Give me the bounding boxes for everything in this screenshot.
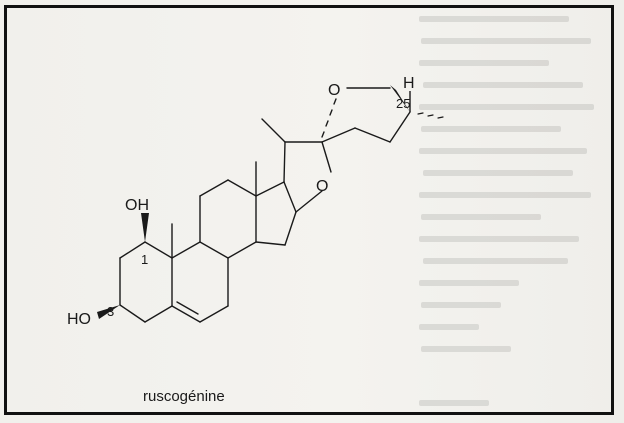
bond-c24-c25 bbox=[389, 111, 411, 143]
bond-c14-c8 bbox=[227, 241, 257, 259]
bond-c11-c12 bbox=[199, 179, 229, 197]
bond-c7-c6 bbox=[199, 305, 229, 323]
bond-c23-c24 bbox=[354, 127, 391, 143]
atom-o-ring-f: O bbox=[328, 82, 340, 99]
compound-name-caption: ruscogénine bbox=[143, 388, 225, 405]
bond-c16-c15 bbox=[284, 211, 297, 246]
atom-h-c25: H bbox=[403, 75, 415, 92]
bond-c20-methyl bbox=[261, 118, 286, 143]
bond-o-c16 bbox=[295, 190, 323, 213]
atom-ho-c3: HO bbox=[67, 311, 91, 328]
bond-c6-c5 bbox=[171, 305, 201, 323]
bond-c22-o bbox=[321, 141, 332, 173]
bond-c5-c6-double bbox=[176, 301, 199, 315]
hash-c25-methyl bbox=[417, 112, 444, 119]
bond-c9-c8 bbox=[199, 241, 229, 259]
bond-c15-c14 bbox=[255, 241, 286, 246]
bond-c13-c17 bbox=[255, 181, 285, 197]
atom-oh-c1: OH bbox=[125, 197, 149, 214]
bond-c4-c5 bbox=[144, 305, 173, 323]
bond-c22-of-dashed bbox=[321, 98, 337, 138]
bond-c10-c1 bbox=[144, 241, 173, 259]
bleed-through-text bbox=[419, 16, 594, 406]
wedge-c25-c26 bbox=[390, 85, 410, 112]
locant-c3: 3 bbox=[107, 304, 114, 319]
bond-c22-c23 bbox=[321, 127, 356, 143]
bond-c17-c20 bbox=[283, 141, 286, 183]
figure-border bbox=[4, 5, 614, 415]
bonds bbox=[119, 87, 411, 323]
bond-c12-c13 bbox=[227, 179, 257, 197]
bond-c17-c16 bbox=[283, 181, 297, 213]
bond-c1-c2 bbox=[119, 241, 146, 259]
wedge-c1-oh bbox=[141, 213, 149, 242]
bond-c3-c4 bbox=[119, 304, 146, 323]
atom-o-ring-e: O bbox=[316, 178, 328, 195]
wedge-c3-oh bbox=[97, 305, 120, 319]
locant-c1: 1 bbox=[141, 252, 148, 267]
locant-c25: 25 bbox=[396, 96, 410, 111]
bond-c10-c9 bbox=[171, 241, 201, 259]
